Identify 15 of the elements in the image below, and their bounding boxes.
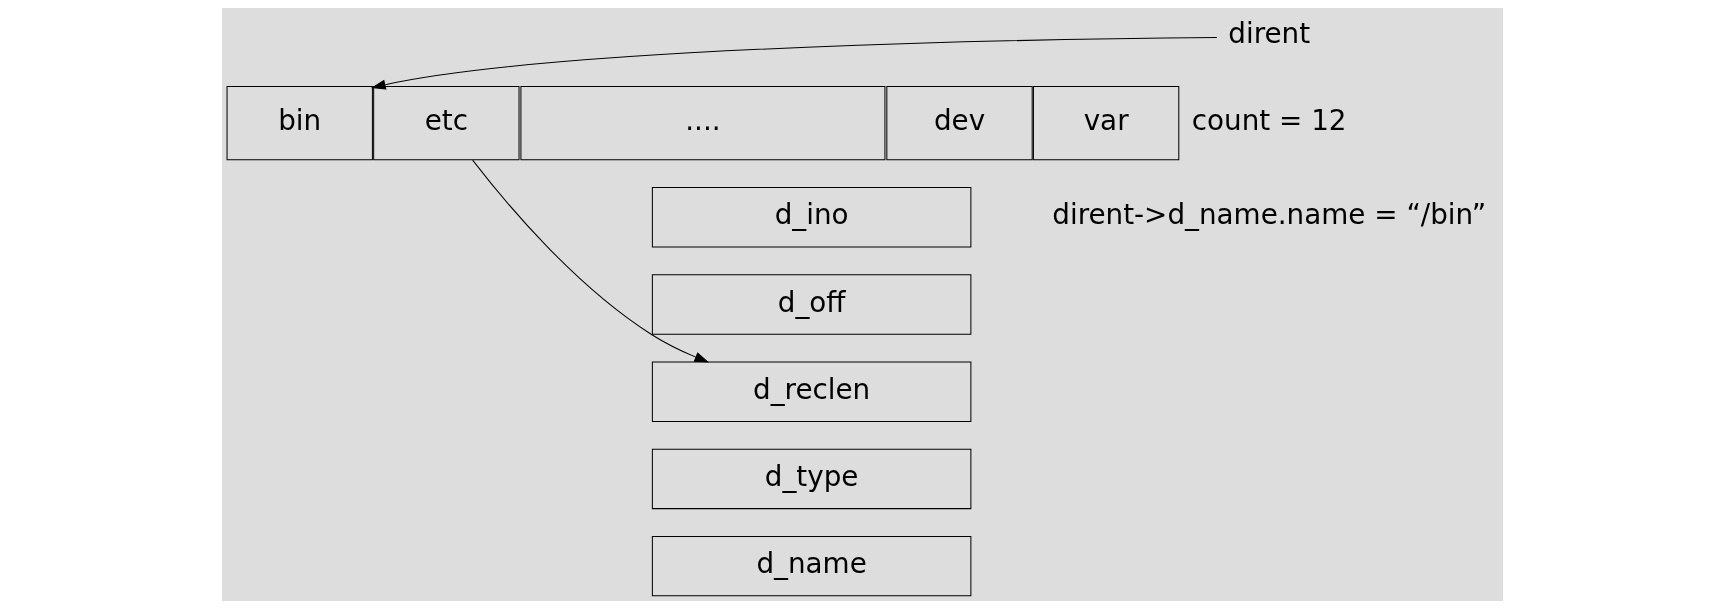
node-box: d_type [651, 448, 972, 510]
node-box: d_ino [651, 187, 972, 248]
label: dirent->d_name.name = “/bin” [1052, 198, 1487, 232]
node-box: bin [226, 85, 373, 161]
node-box: etc [373, 85, 520, 161]
node-box: d_name [651, 535, 972, 597]
node-box: d_off [651, 274, 972, 335]
arrow [472, 159, 710, 363]
node-box: .... [520, 85, 886, 161]
node-box: dev [886, 85, 1033, 161]
arrow [371, 37, 1218, 90]
node-box: d_reclen [651, 361, 972, 422]
node-box: var [1032, 85, 1180, 161]
node-text: dirent [1228, 16, 1311, 50]
label: count = 12 [1191, 104, 1347, 138]
